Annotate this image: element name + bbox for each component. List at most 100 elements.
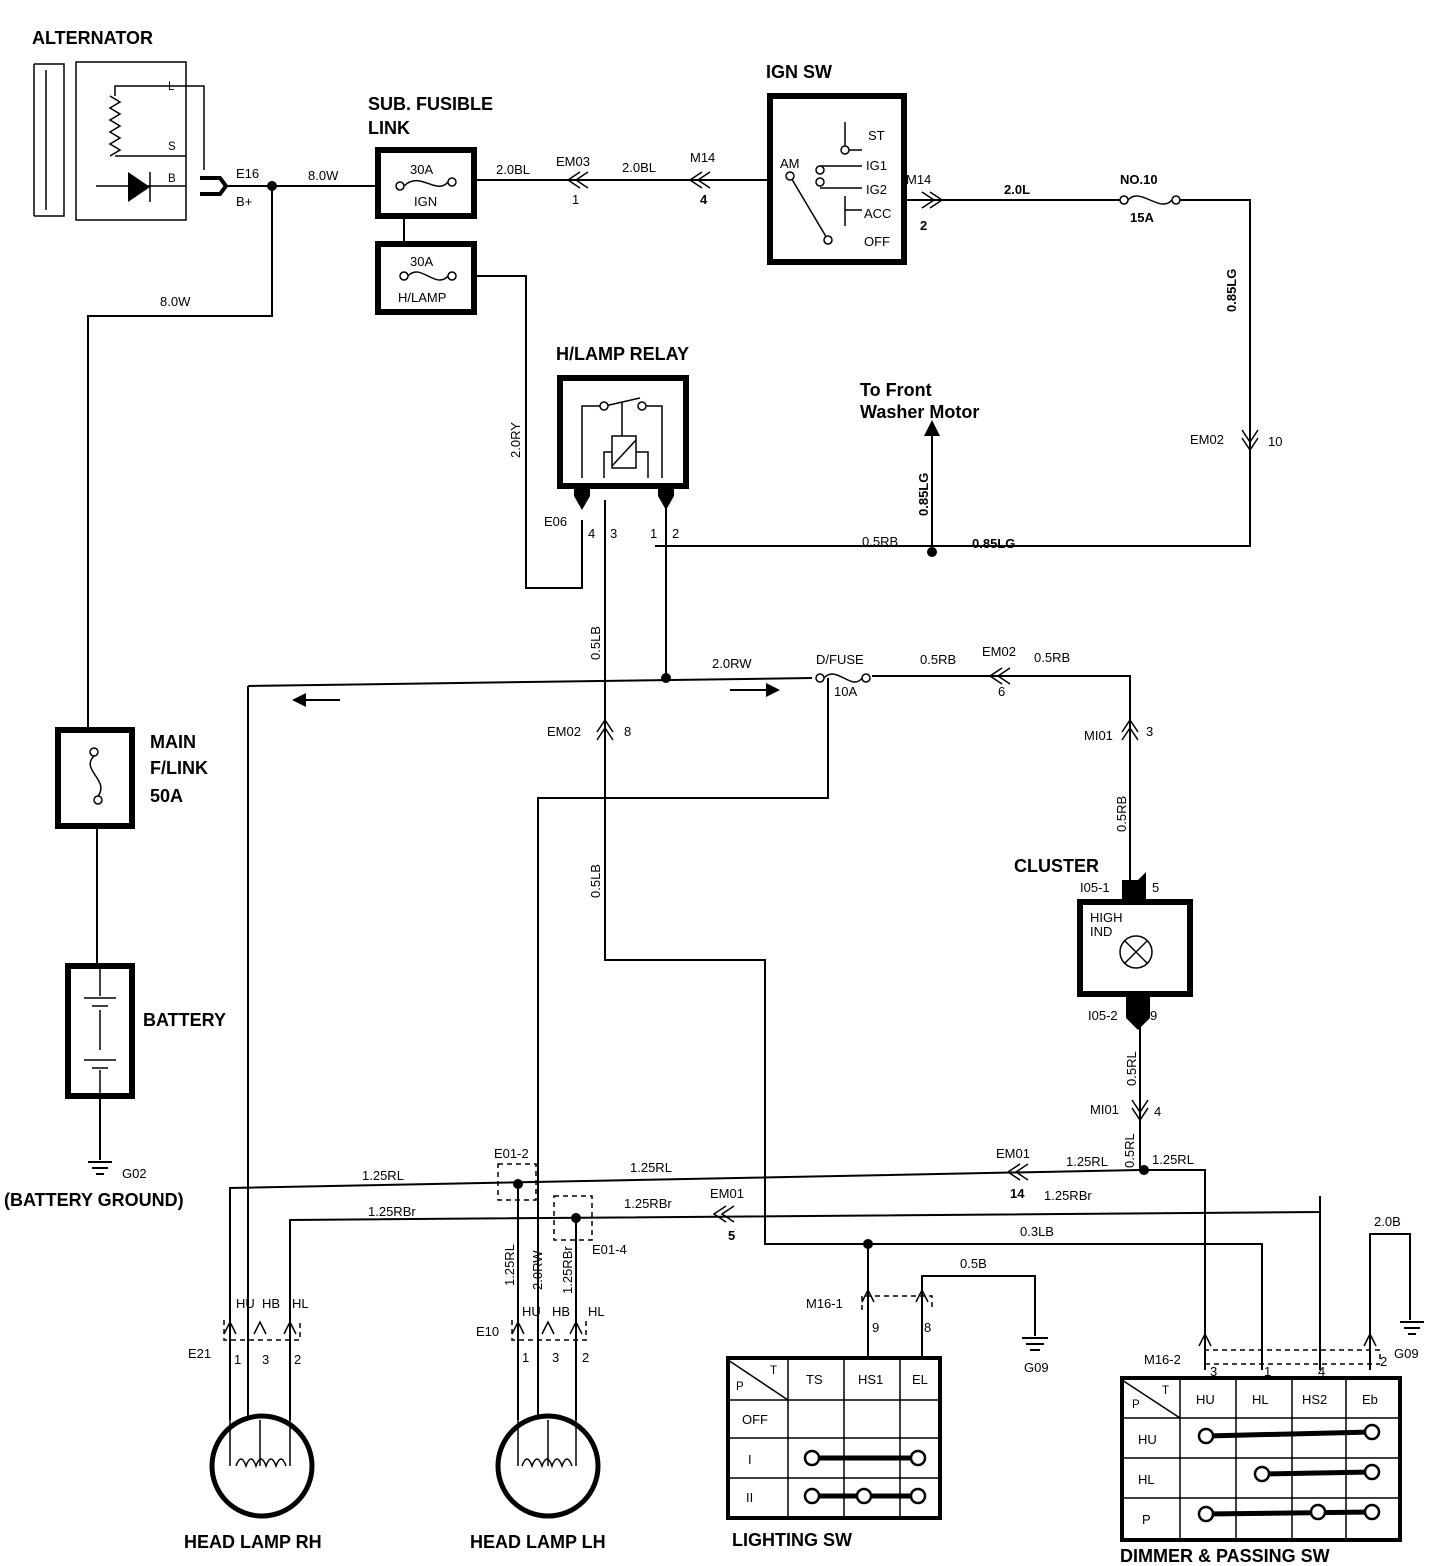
- battery-ground-code: G02: [122, 1166, 147, 1181]
- lighting-sw-pin-9: 9: [872, 1320, 879, 1335]
- rh-term-hb: HB: [262, 1296, 280, 1311]
- lighting-sw-pin-8: 8: [924, 1320, 931, 1335]
- hlamp-link-rating: 30A: [410, 254, 433, 269]
- wire-label: 0.5RB: [1034, 650, 1070, 665]
- wire-label: 2.0RW: [712, 656, 752, 671]
- hlamp-relay: H/LAMP RELAY E06 4 3 1 2: [544, 344, 689, 541]
- fuse-no10-rating: 15A: [1130, 210, 1154, 225]
- conn-m14-b-pin: 2: [920, 218, 927, 233]
- wire-label: 0.5RL: [1124, 1051, 1139, 1086]
- dimmer-sw-pin-1: 1: [1264, 1364, 1271, 1379]
- lighting-sw-connector: M16-1: [806, 1296, 843, 1311]
- cluster-title: CLUSTER: [1014, 856, 1099, 876]
- wire-label: 0.85LG: [916, 473, 931, 516]
- lighting-sw-title: LIGHTING SW: [732, 1530, 852, 1550]
- ign-switch: IGN SW AM ST IG1 IG2 ACC OFF: [766, 62, 907, 265]
- dimmer-sw-row-1: HU: [1138, 1432, 1157, 1447]
- fuse-no10: NO.10 15A: [1119, 172, 1181, 225]
- dimmer-sw-col-1: HU: [1196, 1392, 1215, 1407]
- wire-label: 1.25RBr: [624, 1196, 672, 1211]
- conn-em02-10: EM02: [1190, 432, 1224, 447]
- conn-e01-4: E01-4: [592, 1242, 627, 1257]
- alt-bplus-label: B+: [236, 194, 252, 209]
- cluster-bottom-conn: I05-2: [1088, 1008, 1118, 1023]
- wire-label: 1.25RBr: [1044, 1188, 1092, 1203]
- cluster-lamp-label-2: IND: [1090, 924, 1112, 939]
- conn-mi01-4-pin: 4: [1154, 1104, 1161, 1119]
- wire-label: 1.25RL: [362, 1168, 404, 1183]
- ign-link-name: IGN: [414, 194, 437, 209]
- rh-connector: E21: [188, 1346, 211, 1361]
- conn-em01-14-pin: 14: [1010, 1186, 1025, 1201]
- conn-mi01-4: MI01: [1090, 1102, 1119, 1117]
- wire-label: 1.25RL: [1066, 1154, 1108, 1169]
- lh-title: HEAD LAMP LH: [470, 1532, 606, 1552]
- dimmer-fuse: D/FUSE 10A: [661, 652, 871, 699]
- fuse-no10-name: NO.10: [1120, 172, 1158, 187]
- alternator: ALTERNATOR L S B E16 B+: [32, 28, 277, 221]
- lighting-sw-ground: G09: [1024, 1360, 1049, 1375]
- relay-pin-4: 4: [588, 526, 595, 541]
- alt-connector-e16: E16: [236, 166, 259, 181]
- wire-label: 1.25RL: [502, 1244, 517, 1286]
- rh-pin-3: 3: [262, 1352, 269, 1367]
- front-washer-motor-ref: To Front Washer Motor: [860, 380, 979, 557]
- wire-label: 0.5RL: [1122, 1133, 1137, 1168]
- conn-em01-5-pin: 5: [728, 1228, 735, 1243]
- lighting-sw-col-1: TS: [806, 1372, 823, 1387]
- wire-label: 2.0BL: [496, 162, 530, 177]
- alt-terminal-s: S: [168, 141, 176, 153]
- conn-em03: EM03: [556, 154, 590, 169]
- alt-terminal-l: L: [168, 81, 175, 93]
- wire-label: 0.5RB: [862, 534, 898, 549]
- lh-pin-2: 2: [582, 1350, 589, 1365]
- main-flink-line2: F/LINK: [150, 758, 208, 778]
- wire-label: 8.0W: [308, 168, 339, 183]
- wire-label: 1.25RL: [1152, 1152, 1194, 1167]
- dimmer-sw-col-3: HS2: [1302, 1392, 1327, 1407]
- conn-em03-pin: 1: [572, 192, 579, 207]
- cluster-bottom-pin: 9: [1150, 1008, 1157, 1023]
- lighting-sw-row-1: OFF: [742, 1412, 768, 1427]
- lighting-sw-col-2: HS1: [858, 1372, 883, 1387]
- cluster-top-pin: 5: [1152, 880, 1159, 895]
- dimmer-sw-pin-3: 3: [1210, 1364, 1217, 1379]
- lighting-sw-corner-t: T: [770, 1365, 777, 1377]
- lh-term-hl: HL: [588, 1304, 605, 1319]
- wire-label: 0.85LG: [972, 536, 1015, 551]
- ign-sw-off: OFF: [864, 234, 890, 249]
- conn-m14-b: M14: [906, 172, 931, 187]
- dimmer-sw-pin-4: 4: [1318, 1364, 1325, 1379]
- main-flink-line3: 50A: [150, 786, 183, 806]
- conn-em02-6: EM02: [982, 644, 1016, 659]
- rh-title: HEAD LAMP RH: [184, 1532, 322, 1552]
- conn-em02-8-pin: 8: [624, 724, 631, 739]
- conn-em02-6-pin: 6: [998, 684, 1005, 699]
- wire-label: 8.0W: [160, 294, 191, 309]
- junction-dot: [267, 181, 277, 191]
- wire-label: 1.25RBr: [368, 1204, 416, 1219]
- conn-em01-5: EM01: [710, 1186, 744, 1201]
- wire-labels: 8.0W 8.0W 2.0BL 2.0BL 2.0L 0.85LG 2.0RY …: [160, 160, 1401, 1294]
- washer-label-2: Washer Motor: [860, 402, 979, 422]
- rh-pin-1: 1: [234, 1352, 241, 1367]
- dimmer-sw-row-3: P: [1142, 1512, 1151, 1527]
- relay-pin-3: 3: [610, 526, 617, 541]
- dimmer-sw-connector: M16-2: [1144, 1352, 1181, 1367]
- alternator-title: ALTERNATOR: [32, 28, 153, 48]
- wire-label: 0.3LB: [1020, 1224, 1054, 1239]
- dimmer-sw-pin-2: 2: [1380, 1354, 1387, 1369]
- junction-dot: [661, 673, 671, 683]
- ign-sw-am: AM: [780, 156, 800, 171]
- wire-label: 0.5LB: [588, 864, 603, 898]
- conn-em02-8: EM02: [547, 724, 581, 739]
- junction-dot: [927, 547, 937, 557]
- e01-junctions: [497, 1163, 873, 1249]
- wire-label: 2.0B: [1374, 1214, 1401, 1229]
- main-flink-line1: MAIN: [150, 732, 196, 752]
- dimmer-sw-corner-p: P: [1132, 1399, 1140, 1411]
- hlamp-link-name: H/LAMP: [398, 290, 446, 305]
- lighting-sw-row-2: I: [748, 1452, 752, 1467]
- ign-sw-ig1: IG1: [866, 158, 887, 173]
- main-fusible-link: MAIN F/LINK 50A: [55, 727, 208, 829]
